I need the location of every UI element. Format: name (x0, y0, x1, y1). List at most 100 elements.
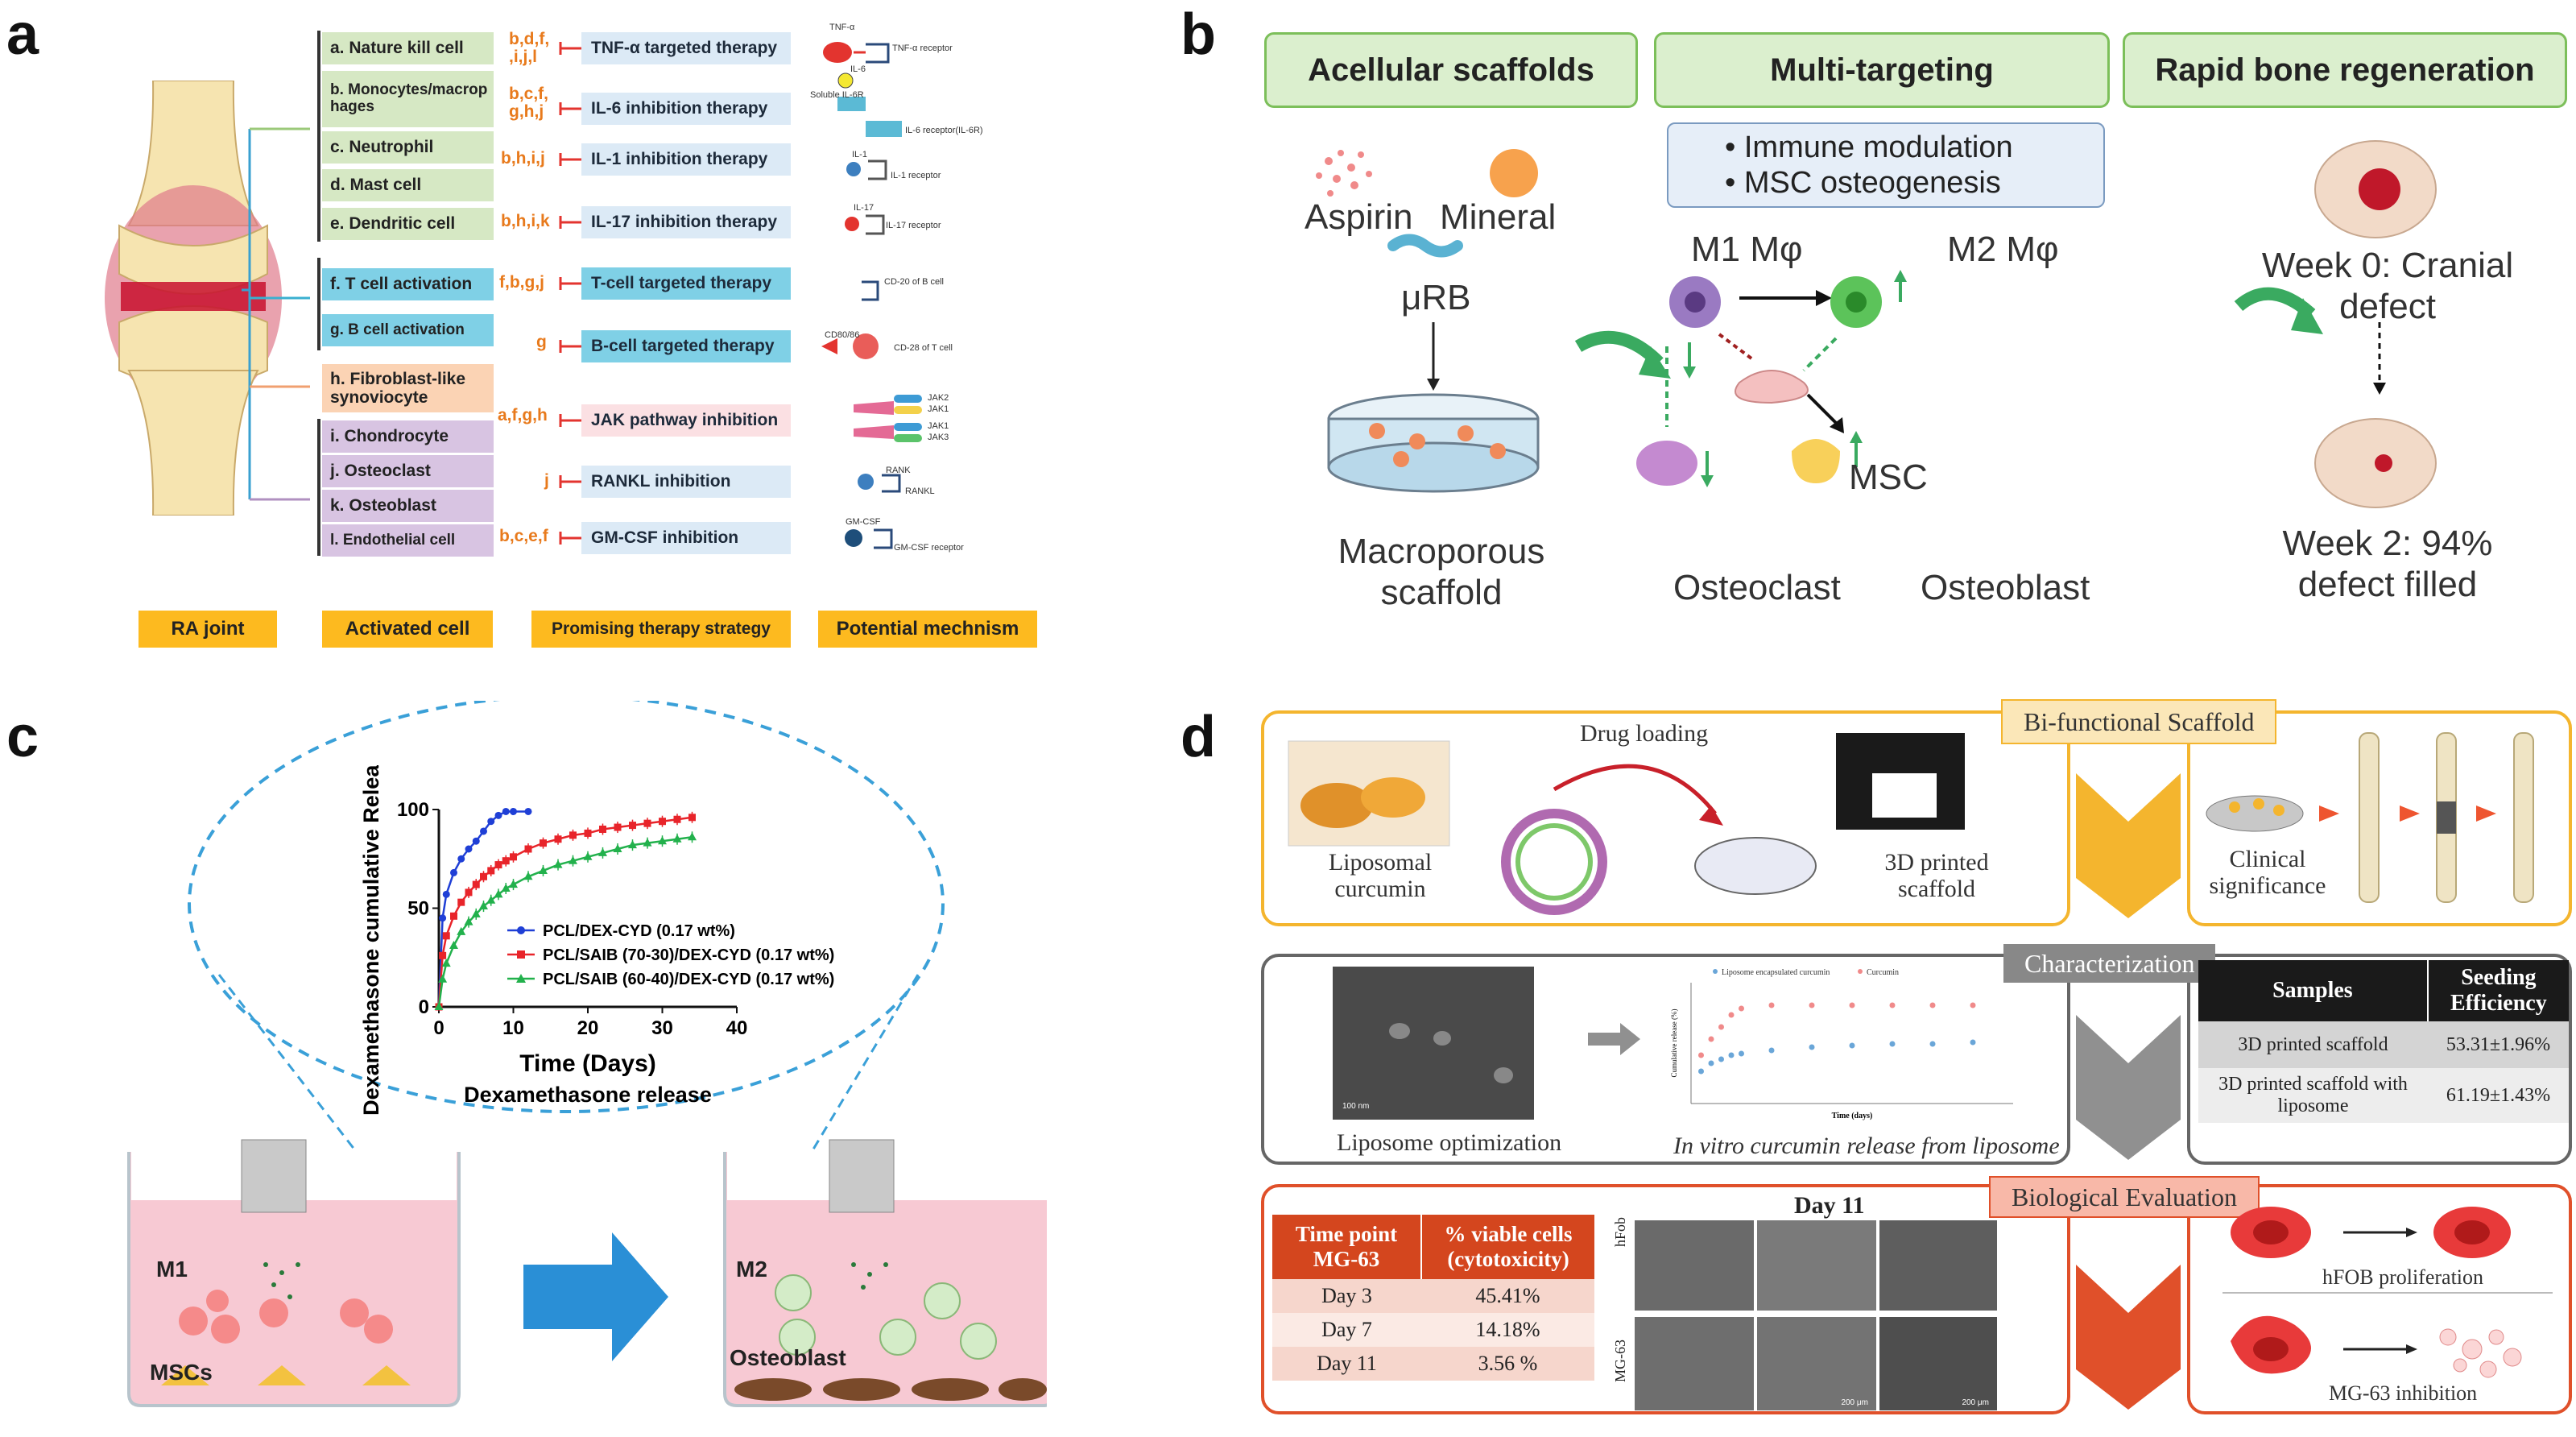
cell-neutrophil: c. Neutrophil (322, 131, 494, 164)
mech-tnf: TNF-α (829, 23, 855, 32)
mech-il1: IL-1 (852, 150, 867, 159)
therapy-jak: JAK pathway inhibition (581, 404, 791, 437)
data-point (465, 845, 473, 853)
mech-cd80: CD80/86 (825, 330, 860, 340)
label-osteoblast: Osteoblast (1921, 568, 2090, 607)
legend-label: PCL/SAIB (60-40)/DEX-CYD (0.17 wt%) (543, 971, 834, 988)
data-point (439, 914, 447, 922)
panel-letter-d: d (1180, 705, 1216, 769)
bifunctional-illustration (1288, 733, 1965, 915)
mini-point (1768, 1047, 1775, 1054)
sem-particle (1389, 1023, 1410, 1039)
mini-point (1970, 1039, 1976, 1046)
mini-point (1728, 1012, 1735, 1018)
panel-c-frame (127, 701, 1047, 1407)
therapy-rankl: RANKL inhibition (581, 466, 791, 498)
letters-gmcsf: b,c,e,f (499, 527, 548, 545)
seeding-value: 53.31±1.96% (2446, 1033, 2551, 1055)
label-c-m1: M1 (156, 1257, 188, 1282)
mini-point (1718, 1056, 1724, 1062)
cell-monocytes: b. Monocytes/macrop hages (322, 71, 494, 127)
seeding-table: Samples Seeding Efficiency 3D printed sc… (2198, 960, 2569, 1123)
table-row: 3D printed scaffold with liposome 61.19±… (2198, 1068, 2569, 1123)
cell-fibroblast: h. Fibroblast-like synoviocyte (322, 364, 494, 412)
ra-joint-illustration (105, 81, 282, 516)
bullet-box: • Immune modulation • MSC osteogenesis (1667, 122, 2105, 208)
data-point (439, 951, 447, 959)
mini-x-label: Time (days) (1832, 1112, 1873, 1120)
label-hfob-prolif: hFOB proliferation (2322, 1265, 2484, 1289)
cell-b-activation: g. B cell activation (322, 314, 494, 346)
sem-image: 200 μm (1879, 1317, 1997, 1410)
sem-image: 200 μm (1757, 1317, 1876, 1410)
sem-scale-text: 100 nm (1342, 1102, 1370, 1111)
gray-arrow (1588, 1023, 1640, 1055)
data-point (442, 932, 450, 940)
cyto-header-viable: % viable cells (cytotoxicity) (1420, 1215, 1594, 1279)
data-point (457, 855, 465, 863)
label-msc: MSC (1849, 458, 1928, 497)
letters-tnf: b,d,f, ,i,j,l (509, 30, 550, 67)
y-tick-label: 100 (397, 799, 429, 821)
therapy-il1: IL-1 inhibition therapy (581, 143, 791, 176)
sem-particle (1433, 1031, 1451, 1046)
mini-point (1739, 1005, 1744, 1012)
table-row: Day 3 45.41% (1272, 1279, 1594, 1313)
data-point (457, 898, 465, 906)
x-tick-label: 0 (433, 1017, 444, 1039)
label-liposome-opt: Liposome optimization (1337, 1129, 1562, 1156)
header-rapid-bone: Rapid bone regeneration (2123, 32, 2567, 108)
mini-point (1698, 1052, 1704, 1058)
table-row: Day 11 3.56 % (1272, 1347, 1594, 1381)
chevron-gray (2076, 1015, 2181, 1160)
data-point (524, 807, 532, 815)
footer-mechanism: Potential mechnism (818, 611, 1037, 648)
data-point (450, 912, 457, 920)
bracket-3 (317, 419, 320, 556)
y-tick-label: 0 (419, 996, 429, 1018)
footer-therapy-strategy: Promising therapy strategy (531, 611, 791, 648)
footer-activated-cell: Activated cell (322, 611, 493, 648)
bracket-2 (317, 258, 320, 350)
label-invitro: In vitro curcumin release from liposome (1673, 1133, 2060, 1159)
header-multitargeting: Multi-targeting (1654, 32, 2110, 108)
mech-il1-receptor: IL-1 receptor (891, 171, 941, 180)
letters-il6: b,c,f, g,h,j (509, 85, 549, 122)
sem-image (1635, 1220, 1754, 1311)
label-3d-printed: 3D printed scaffold (1884, 849, 1989, 902)
therapy-il6: IL-6 inhibition therapy (581, 93, 791, 125)
legend-label: PCL/DEX-CYD (0.17 wt%) (543, 922, 735, 940)
sem-image (1635, 1317, 1754, 1410)
seeding-header-samples: Samples (2272, 978, 2353, 1003)
clinical-illustration (2206, 732, 2534, 903)
bullet-immune: • Immune modulation (1725, 130, 2013, 164)
mini-point (1708, 1060, 1714, 1066)
mech-gmcsf-receptor: GM-CSF receptor (894, 543, 964, 553)
bullet-msc: • MSC osteogenesis (1725, 166, 2001, 200)
mini-point (1718, 1024, 1724, 1030)
mech-soluble: Soluble IL-6R (810, 90, 864, 100)
mech-jak1a: JAK1 (928, 404, 949, 414)
therapy-tnf: TNF-α targeted therapy (581, 32, 791, 64)
mini-legend-marker (1858, 969, 1863, 974)
panel-b-illustration (1316, 140, 2437, 508)
cell-mast: d. Mast cell (322, 169, 494, 201)
x-tick-label: 20 (577, 1017, 599, 1039)
letters-tcell: f,b,g,j (499, 273, 544, 292)
connector-lines (242, 127, 310, 501)
cyto-day: Day 7 (1321, 1318, 1372, 1341)
label-c-mscs: MSCs (150, 1360, 213, 1385)
mini-point (1728, 1052, 1735, 1058)
data-point (457, 926, 466, 935)
therapy-gmcsf: GM-CSF inhibition (581, 522, 791, 554)
mech-cd28: CD-28 of T cell (894, 343, 953, 353)
cell-response-illustration (2222, 1207, 2553, 1378)
mini-y-label: Cumulative release (%) (1670, 1009, 1678, 1078)
table-row: Day 7 14.18% (1272, 1313, 1594, 1347)
sem-image (1757, 1220, 1876, 1311)
label-week0: Week 0: Cranial defect (2261, 246, 2514, 326)
cytotoxicity-table: Time point MG-63 % viable cells (cytotox… (1272, 1215, 1594, 1381)
mini-point (1889, 1002, 1896, 1008)
mini-point (1768, 1002, 1775, 1008)
